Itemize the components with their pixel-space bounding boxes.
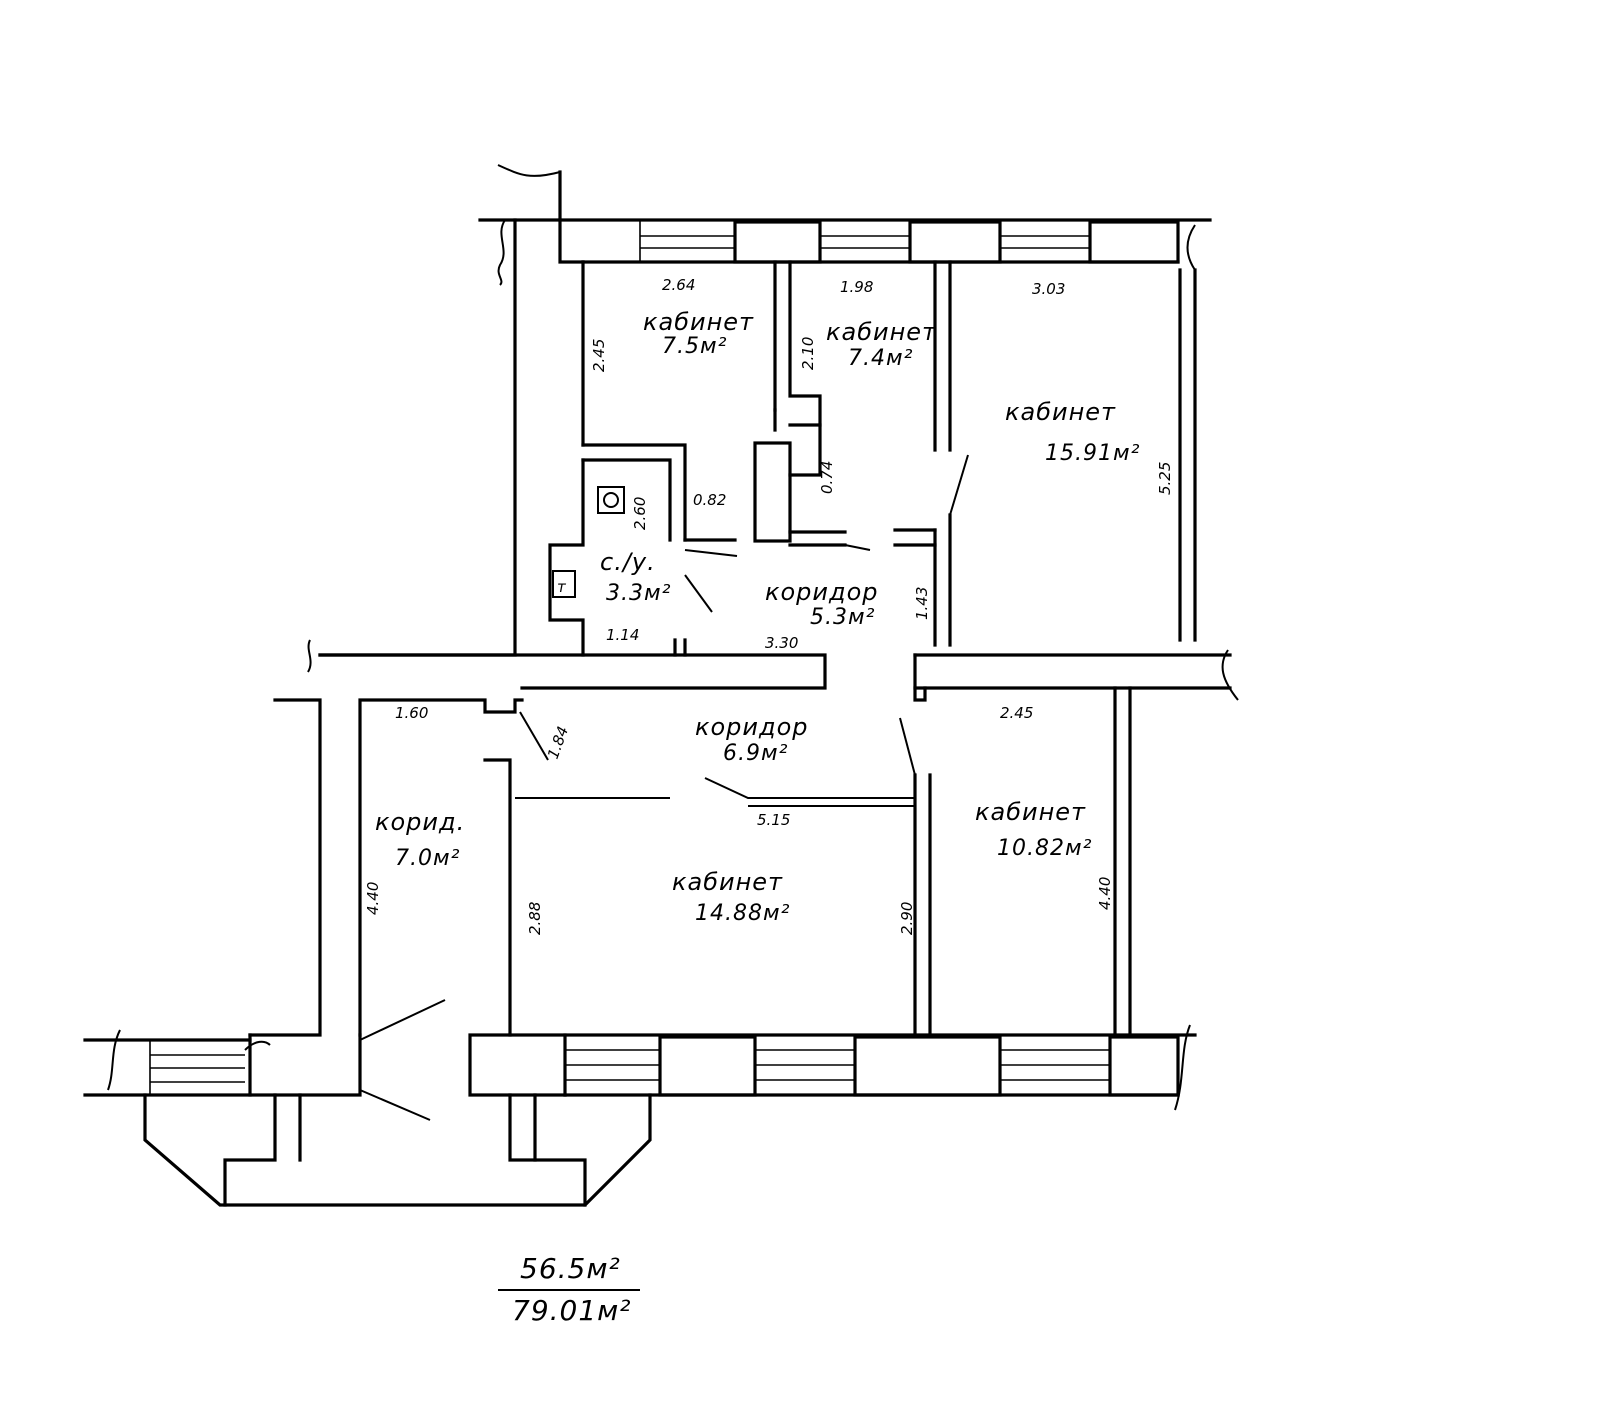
room-area-wc: 3.3м²: [606, 581, 671, 606]
room-area-corridor-middle: 6.9м²: [723, 741, 788, 766]
room-name-wc: с./у.: [600, 548, 656, 576]
dim-4-40-left: 4.40: [364, 882, 382, 915]
dim-2-88: 2.88: [526, 902, 544, 935]
dim-2-90: 2.90: [898, 902, 916, 935]
dimension-labels: 2.64 1.98 3.03 2.45 2.10 0.74 2.60 0.82 …: [364, 276, 1174, 935]
dim-0-82: 0.82: [693, 491, 726, 509]
lower-corridor-walls: [248, 698, 567, 1121]
room-name-corridor-upper: коридор: [765, 578, 879, 606]
dim-0-74: 0.74: [818, 461, 836, 494]
dim-1-98: 1.98: [840, 278, 873, 296]
dim-1-60: 1.60: [395, 704, 428, 722]
bottom-window-2: [754, 1035, 856, 1095]
wc-fixture-label: т: [557, 578, 567, 596]
room-area-office-top-left: 7.5м²: [662, 334, 727, 359]
room-name-office-top-left: кабинет: [643, 308, 754, 336]
dim-2-60: 2.60: [631, 497, 649, 530]
bottom-left-window: [149, 1040, 245, 1095]
room-name-office-bottom-mid: кабинет: [672, 868, 783, 896]
dim-3-03: 3.03: [1032, 280, 1065, 298]
living-area-total: 56.5м²: [520, 1252, 621, 1285]
room-name-office-top-right: кабинет: [1005, 398, 1116, 426]
dim-4-40-right: 4.40: [1096, 877, 1114, 910]
upper-left-wall: [307, 218, 585, 673]
dim-1-43: 1.43: [913, 587, 931, 620]
wc-walls: т: [548, 443, 738, 657]
dim-5-15: 5.15: [757, 811, 790, 829]
area-totals: 56.5м² 79.01м²: [498, 1252, 640, 1327]
bottom-exterior-wall: [83, 1024, 1197, 1111]
top-window-2: [819, 220, 911, 262]
dim-1-84: 1.84: [544, 724, 572, 762]
room-area-office-top-right: 15.91м²: [1045, 441, 1140, 466]
dim-1-14: 1.14: [606, 626, 639, 644]
room-area-corridor-left: 7.0м²: [395, 846, 460, 871]
entrance-porch: [143, 1093, 652, 1207]
middle-partition: [515, 686, 1132, 1037]
room-labels: кабинет 7.5м² кабинет 7.4м² кабинет 15.9…: [375, 308, 1140, 926]
room-area-office-bottom-mid: 14.88м²: [695, 901, 790, 926]
overall-area-total: 79.01м²: [512, 1294, 632, 1327]
top-rooms-walls: [581, 260, 1197, 647]
middle-horizontal-wall: [318, 649, 1239, 702]
dim-5-25: 5.25: [1156, 462, 1174, 495]
room-name-corridor-middle: коридор: [695, 713, 809, 741]
dim-3-30: 3.30: [765, 634, 798, 652]
bottom-window-1: [564, 1035, 661, 1095]
heater-box: [552, 570, 576, 598]
dim-2-45-vertical: 2.45: [590, 339, 608, 372]
room-area-office-top-mid: 7.4м²: [848, 346, 913, 371]
toilet-icon: [597, 486, 625, 514]
top-window-1: [639, 220, 736, 262]
room-area-office-bottom-right: 10.82м²: [997, 836, 1092, 861]
bottom-window-3: [999, 1035, 1111, 1095]
dim-2-45-horizontal: 2.45: [1000, 704, 1033, 722]
dim-2-64: 2.64: [662, 276, 695, 294]
room-name-corridor-left: корид.: [375, 808, 465, 836]
room-area-corridor-upper: 5.3м²: [810, 605, 875, 630]
dim-2-10: 2.10: [799, 337, 817, 370]
top-window-3: [999, 220, 1091, 262]
room-name-office-bottom-right: кабинет: [975, 798, 1086, 826]
top-exterior-wall: [478, 164, 1212, 271]
room-name-office-top-mid: кабинет: [826, 318, 937, 346]
